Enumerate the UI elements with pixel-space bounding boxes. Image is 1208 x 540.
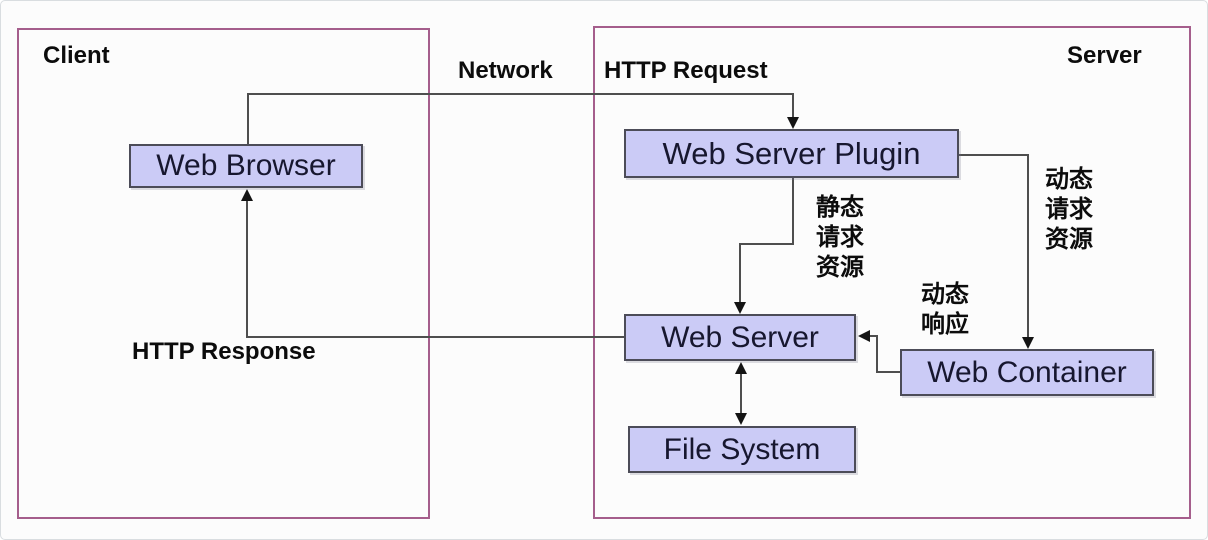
dynamic-request-label: 动态 请求 资源 — [1038, 165, 1100, 255]
static-request-line-3: 资源 — [816, 254, 864, 281]
dynamic-response-line-1: 动态 — [921, 281, 969, 308]
server-label: Server — [1067, 42, 1142, 69]
node-web-server: Web Server — [624, 314, 856, 361]
dynamic-request-line-2: 请求 — [1045, 196, 1093, 223]
dynamic-request-line-1: 动态 — [1045, 166, 1093, 193]
client-group-box — [17, 28, 430, 519]
dynamic-request-line-3: 资源 — [1045, 226, 1093, 253]
static-request-label: 静态 请求 资源 — [809, 193, 871, 283]
node-web-browser: Web Browser — [129, 144, 363, 188]
node-web-container: Web Container — [900, 349, 1154, 396]
network-label: Network — [458, 57, 553, 84]
node-file-system: File System — [628, 426, 856, 473]
dynamic-response-line-2: 响应 — [921, 311, 969, 338]
dynamic-response-label: 动态 响应 — [914, 280, 976, 340]
http-response-label: HTTP Response — [132, 338, 316, 365]
node-web-server-plugin: Web Server Plugin — [624, 129, 959, 178]
static-request-line-1: 静态 — [816, 194, 864, 221]
client-label: Client — [43, 42, 110, 69]
static-request-line-2: 请求 — [816, 224, 864, 251]
http-request-label: HTTP Request — [604, 57, 768, 84]
